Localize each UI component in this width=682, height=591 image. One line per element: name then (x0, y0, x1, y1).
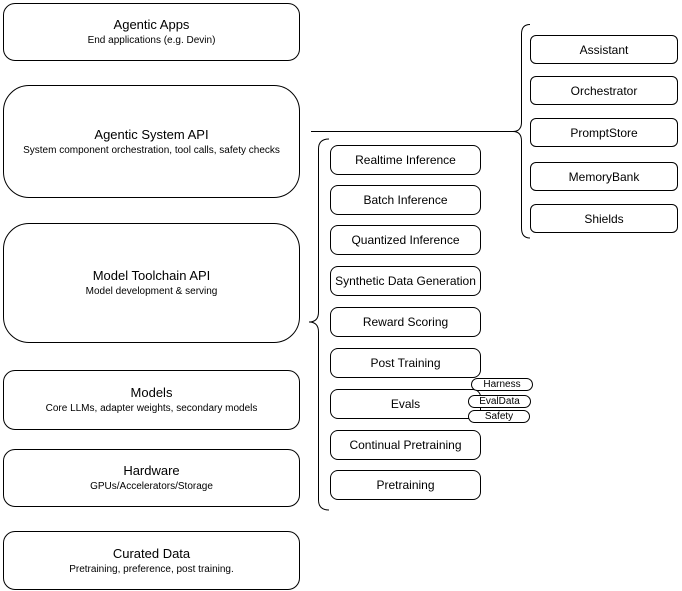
layer-box-hardware: Hardware GPUs/Accelerators/Storage (3, 449, 300, 507)
layer-title: Agentic Apps (113, 17, 190, 32)
toolchain-box-pretraining: Pretraining (330, 470, 481, 500)
toolchain-box-label: Realtime Inference (355, 153, 456, 167)
layer-box-agentic-system-api: Agentic System API System component orch… (3, 85, 300, 198)
layer-title: Model Toolchain API (92, 268, 211, 283)
component-box-shields: Shields (530, 204, 678, 233)
layer-subtitle: Core LLMs, adapter weights, secondary mo… (45, 403, 258, 414)
component-box-memorybank: MemoryBank (530, 162, 678, 191)
layer-box-models: Models Core LLMs, adapter weights, secon… (3, 370, 300, 430)
component-box-label: Orchestrator (570, 83, 638, 98)
toolchain-box-label: Post Training (370, 356, 441, 370)
toolchain-box-label: Quantized Inference (351, 233, 460, 247)
component-box-assistant: Assistant (530, 35, 678, 64)
layer-subtitle: Pretraining, preference, post training. (69, 563, 234, 575)
toolchain-box-continual-pretraining: Continual Pretraining (330, 430, 481, 460)
toolchain-box-label: Continual Pretraining (349, 438, 462, 452)
layer-title: Agentic System API (94, 126, 209, 142)
toolchain-box-post-training: Post Training (330, 348, 481, 378)
toolchain-box-evals: Evals (330, 389, 481, 419)
layer-box-curated-data: Curated Data Pretraining, preference, po… (3, 531, 300, 590)
layer-box-model-toolchain-api: Model Toolchain API Model development & … (3, 223, 300, 343)
toolchain-box-label: Batch Inference (363, 193, 448, 207)
component-box-label: MemoryBank (568, 169, 640, 184)
layer-subtitle: GPUs/Accelerators/Storage (90, 481, 213, 492)
layer-subtitle: System component orchestration, tool cal… (23, 144, 280, 156)
toolchain-box-label: Synthetic Data Generation (335, 274, 476, 288)
layer-box-agentic-apps: Agentic Apps End applications (e.g. Devi… (3, 3, 300, 61)
eval-tag-harness: Harness (471, 378, 533, 391)
toolchain-box-quantized-inference: Quantized Inference (330, 225, 481, 255)
component-box-promptstore: PromptStore (530, 118, 678, 147)
eval-tag-label: Harness (483, 379, 521, 390)
component-box-label: Shields (584, 211, 624, 226)
toolchain-box-label: Evals (390, 397, 421, 411)
system-components-brace (512, 24, 531, 239)
component-box-label: Assistant (579, 42, 629, 57)
toolchain-box-batch-inference: Batch Inference (330, 185, 481, 215)
toolchain-box-synthetic-data-generation: Synthetic Data Generation (330, 266, 481, 296)
eval-tag-label: EvalData (479, 396, 520, 407)
layer-title: Models (130, 385, 173, 400)
toolchain-box-realtime-inference: Realtime Inference (330, 145, 481, 175)
layer-title: Hardware (123, 463, 180, 478)
eval-tag-evaldata: EvalData (468, 395, 531, 408)
component-box-label: PromptStore (570, 125, 638, 140)
toolchain-box-label: Reward Scoring (362, 315, 449, 329)
toolchain-box-label: Pretraining (376, 478, 435, 492)
layer-title: Curated Data (112, 545, 191, 561)
eval-tag-safety: Safety (468, 410, 530, 423)
layer-subtitle: Model development & serving (85, 286, 218, 297)
component-box-orchestrator: Orchestrator (530, 76, 678, 105)
toolchain-box-reward-scoring: Reward Scoring (330, 307, 481, 337)
layer-subtitle: End applications (e.g. Devin) (87, 35, 216, 46)
eval-tag-label: Safety (484, 411, 514, 422)
toolchain-brace (308, 138, 330, 511)
